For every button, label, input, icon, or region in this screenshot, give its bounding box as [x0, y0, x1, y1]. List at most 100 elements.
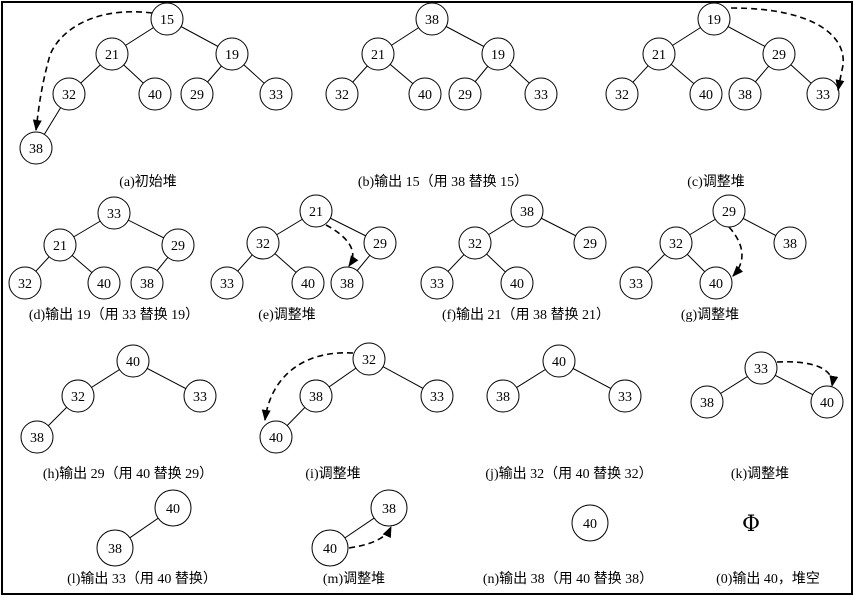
tree-node [210, 266, 244, 300]
tree-node [510, 194, 544, 228]
tree-node [728, 77, 762, 111]
tree-node-label: 29 [722, 205, 736, 220]
tree-node-label: 21 [309, 205, 323, 220]
tree-node [154, 489, 192, 527]
tree-node-label: 40 [510, 277, 524, 292]
tree-node-label: 40 [699, 88, 713, 103]
tree-node [690, 385, 724, 419]
tree-node-label: 38 [340, 277, 354, 292]
tree-node-label: 33 [107, 207, 121, 222]
tree-node [130, 266, 164, 300]
tree-node [500, 266, 534, 300]
tree-node-label: 19 [707, 13, 721, 28]
tree-node-label: 38 [700, 396, 714, 411]
tree-node [43, 228, 77, 262]
tree-node-label: 32 [362, 353, 376, 368]
tree-node [773, 226, 807, 260]
tree-node [642, 37, 676, 71]
panel-caption: (g)调整堆 [681, 307, 739, 323]
tree-node [97, 196, 131, 230]
tree-node [180, 77, 214, 111]
tree-node-label: 29 [583, 237, 597, 252]
tree-node-label: 40 [820, 396, 834, 411]
swap-arrow [32, 11, 153, 132]
tree-node-label: 40 [166, 502, 180, 517]
tree-node-label: 38 [108, 542, 122, 557]
tree-node [87, 266, 121, 300]
tree-node-label: 33 [430, 277, 444, 292]
panel-caption: (j)输出 32（用 40 替换 32） [485, 465, 652, 482]
tree-node [299, 379, 333, 413]
tree-node [448, 77, 482, 111]
swap-arrow [776, 360, 839, 388]
tree-node [352, 342, 386, 376]
tree-node-label: 29 [190, 88, 204, 103]
tree-node [246, 226, 280, 260]
panel-caption: (0)输出 40，堆空 [716, 571, 820, 587]
panel-caption: (k)调整堆 [731, 466, 789, 482]
heap-panel-o: Φ (0)输出 40，堆空 [716, 512, 820, 587]
tree-node [311, 529, 349, 567]
tree-node-label: 15 [160, 13, 174, 28]
swap-arrow [728, 226, 744, 277]
tree-node [161, 228, 195, 262]
tree-node-label: 29 [373, 237, 387, 252]
tree-node [810, 385, 844, 419]
tree-node-label: 33 [618, 390, 632, 405]
tree-node-label: 33 [430, 390, 444, 405]
tree-node-label: 40 [583, 517, 597, 532]
tree-node-label: 40 [552, 355, 566, 370]
tree-node-label: 40 [323, 542, 337, 557]
tree-node [699, 266, 733, 300]
tree-node-label: 40 [709, 277, 723, 292]
tree-node-label: 32 [256, 237, 270, 252]
tree-node-label: 40 [269, 431, 283, 446]
tree-node-label: 29 [171, 239, 185, 254]
tree-node [150, 2, 184, 36]
tree-node [363, 226, 397, 260]
swap-arrow [325, 224, 359, 267]
tree-node [458, 226, 492, 260]
heap-panel-l: 40 38 (l)输出 33（用 40 替换） [67, 489, 217, 587]
swap-arrow [261, 352, 354, 422]
tree-node-label: 33 [816, 88, 830, 103]
tree-node-label: 38 [425, 13, 439, 28]
tree-node [415, 2, 449, 36]
tree-node [291, 266, 325, 300]
tree-node [608, 379, 642, 413]
tree-node-label: 40 [301, 277, 315, 292]
panel-caption: (c)调整堆 [687, 174, 745, 190]
tree-node-label: 40 [148, 88, 162, 103]
tree-node-label: 38 [382, 502, 396, 517]
tree-node-label: 38 [783, 237, 797, 252]
tree-node-label: 29 [458, 88, 472, 103]
tree-node [20, 420, 54, 454]
tree-node-label: 33 [269, 88, 283, 103]
tree-node [96, 529, 134, 567]
tree-node [8, 266, 42, 300]
tree-node-label: 32 [669, 237, 683, 252]
empty-heap-symbol: Φ [742, 512, 760, 537]
tree-node-label: 32 [62, 88, 76, 103]
tree-node-label: 32 [615, 88, 629, 103]
tree-node-label: 40 [97, 277, 111, 292]
tree-node [697, 2, 731, 36]
tree-node [116, 344, 150, 378]
tree-node-label: 38 [140, 277, 154, 292]
tree-node-label: 19 [491, 48, 505, 63]
tree-node-label: 21 [371, 48, 385, 63]
panel-caption: (l)输出 33（用 40 替换） [67, 570, 217, 587]
tree-node [325, 77, 359, 111]
tree-node [52, 77, 86, 111]
panel-caption: (e)调整堆 [258, 307, 316, 323]
